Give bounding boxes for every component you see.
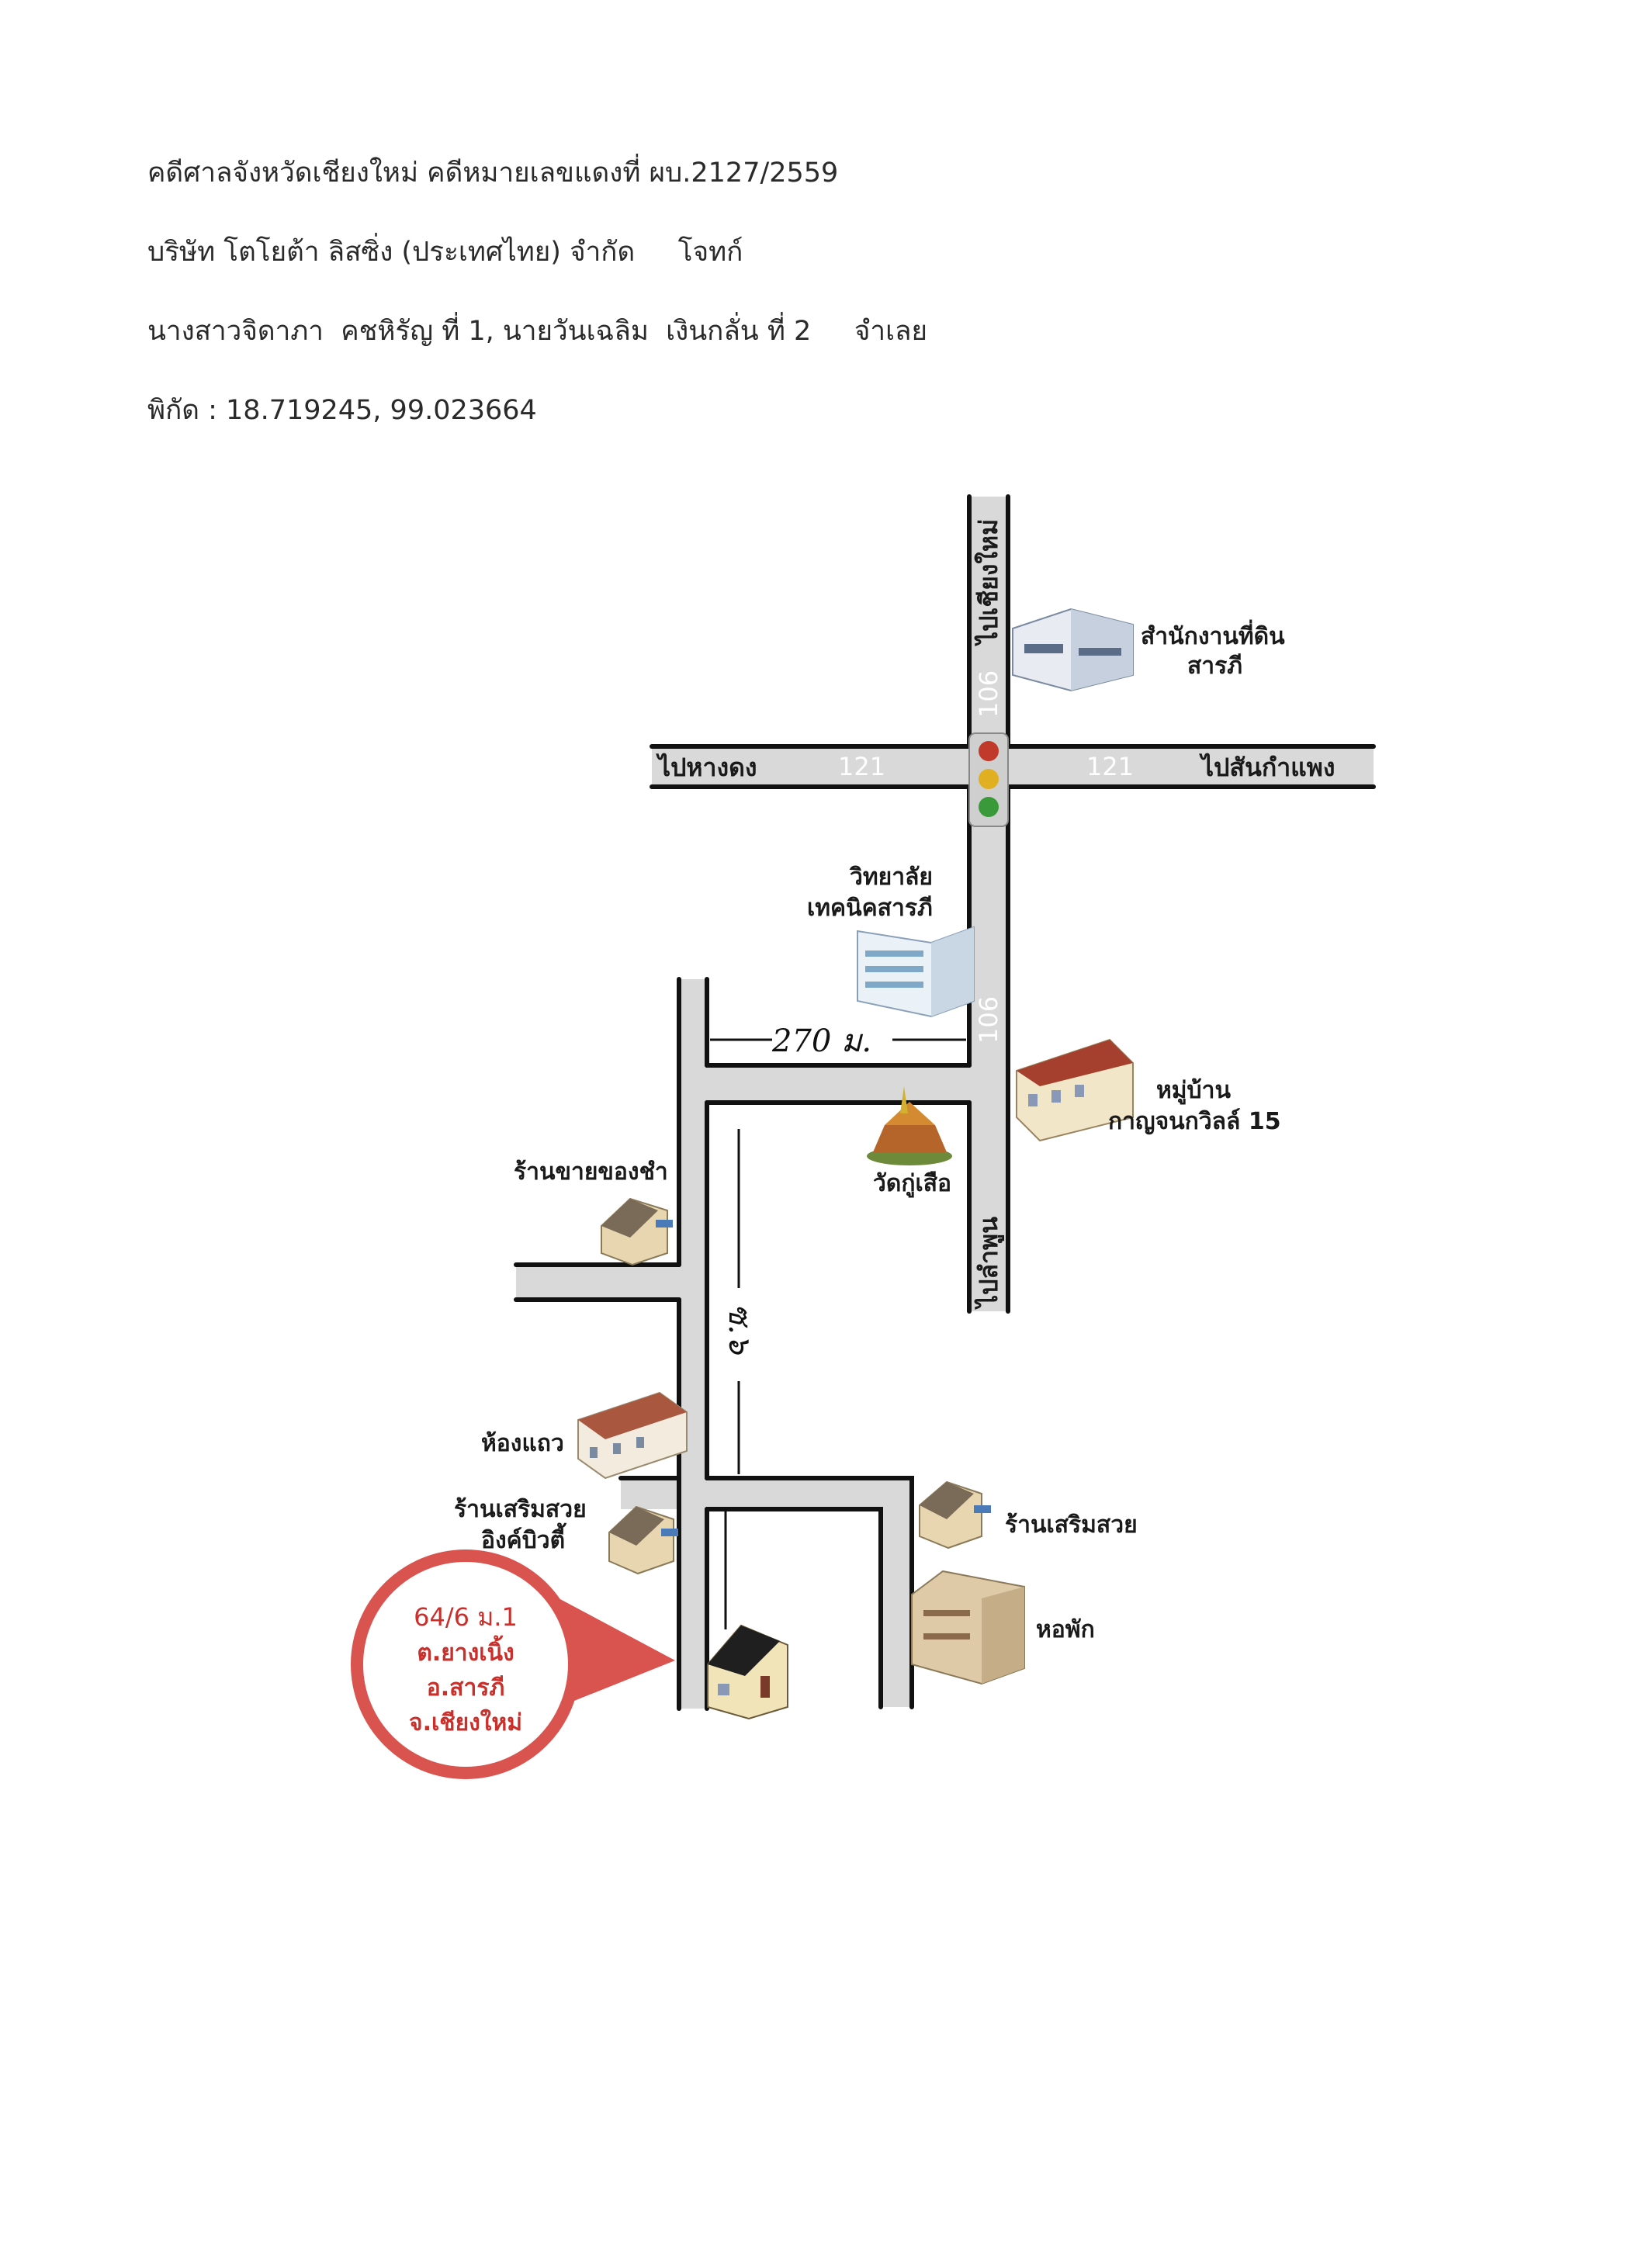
salon-left-label-2: อิงค์บิวตี้	[481, 1522, 566, 1554]
grocery-label: ร้านขายของชำ	[514, 1158, 668, 1186]
distance-270-text: 270 ม.	[771, 1023, 871, 1059]
distance-270-annotation: 270 ม.	[710, 1023, 966, 1059]
salon-left-label-1: ร้านเสริมสวย	[454, 1496, 587, 1523]
land-office-label-2: สารภี	[1187, 653, 1242, 680]
salon-right-label: ร้านเสริมสวย	[1005, 1511, 1138, 1539]
case-title-line: คดีศาลจังหวัดเชียงใหม่ คดีหมายเลขแดงที่ …	[147, 158, 839, 189]
road-spur	[516, 1265, 679, 1300]
dormitory-label: หอพัก	[1036, 1616, 1095, 1643]
college-label-2: เทคนิคสารภี	[807, 895, 933, 922]
target-address-line3: อ.สารภี	[427, 1674, 504, 1702]
village-label-2: กาญจนกวิลล์ 15	[1108, 1108, 1281, 1135]
college-label-1: วิทยาลัย	[849, 864, 933, 891]
college-building-icon	[857, 926, 975, 1018]
road-106	[969, 497, 1008, 1311]
distance-soi-text: ซ.๖	[722, 1304, 757, 1356]
road-lower-right	[881, 1478, 912, 1707]
dormitory-icon	[911, 1570, 1025, 1685]
route-121-left: 121	[838, 752, 885, 781]
road-network	[516, 497, 1374, 1709]
route-121-right: 121	[1086, 752, 1134, 781]
temple-icon	[867, 1086, 952, 1165]
distance-soi-annotation: ซ.๖	[722, 1129, 757, 1629]
plaintiff-line: บริษัท โตโยต้า ลิสซิ่ง (ประเทศไทย) จำกัด…	[147, 237, 743, 268]
shop-icon	[601, 1197, 673, 1266]
defendants-line: นางสาวจิดาภา คชหิรัญ ที่ 1, นายวันเฉลิม …	[147, 316, 927, 347]
road-121	[652, 746, 1374, 787]
salon-shop-icon	[919, 1480, 991, 1550]
traffic-light-icon	[968, 732, 1009, 827]
road-lower	[621, 1478, 912, 1509]
road-label-sankamphaeng: ไปสันกำแพง	[1199, 753, 1335, 782]
target-address-line4: จ.เชียงใหม่	[409, 1709, 522, 1736]
row-houses-label: ห้องแถว	[481, 1430, 564, 1457]
target-address-line1: 64/6 ม.1	[414, 1602, 518, 1632]
target-address-line2: ต.ยางเนิ้ง	[417, 1635, 514, 1667]
road-label-lamphun: ไปลำพูน	[974, 1217, 1005, 1310]
coordinates-line: พิกัด : 18.719245, 99.023664	[147, 395, 537, 426]
target-address-callout: 64/6 ม.1 ต.ยางเนิ้ง อ.สารภี จ.เชียงใหม่	[351, 1550, 675, 1779]
route-106-top: 106	[974, 670, 1003, 718]
road-connector	[679, 1065, 969, 1103]
road-edges	[514, 494, 1376, 1711]
row-house-icon	[577, 1391, 688, 1480]
land-office-label-1: สำนักงานที่ดิน	[1141, 619, 1285, 650]
salon-shop-icon	[608, 1505, 678, 1575]
route-106-mid: 106	[974, 996, 1003, 1044]
village-label-1: หมู่บ้าน	[1156, 1077, 1231, 1105]
road-soi-left	[679, 979, 707, 1709]
road-label-hangdong: ไปหางดง	[656, 753, 757, 782]
target-house-icon	[707, 1624, 788, 1720]
townhouse-icon	[1016, 1038, 1134, 1142]
temple-label: วัดกู่เสือ	[873, 1170, 951, 1198]
road-label-chiangmai: ไปเชียงใหม่	[974, 519, 1003, 646]
office-building-icon	[1012, 608, 1134, 692]
